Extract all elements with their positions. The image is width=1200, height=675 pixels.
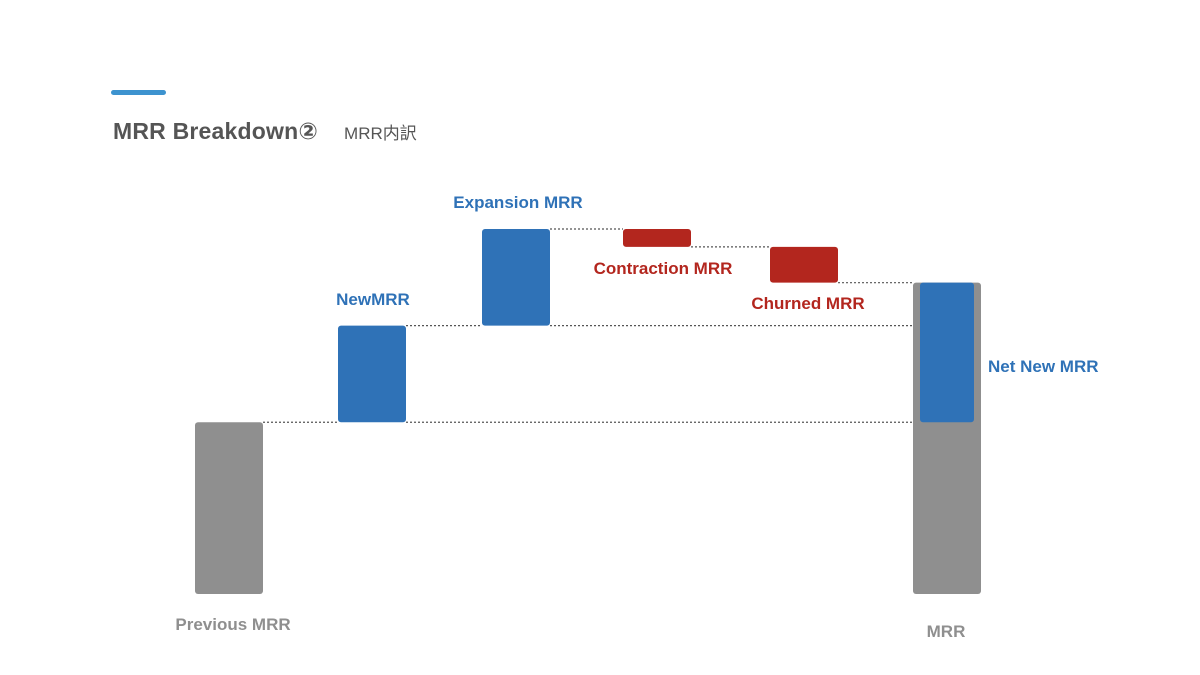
label-mrr: MRR [927,622,966,641]
label-expansion: Expansion MRR [453,193,582,212]
label-net-new-mrr: Net New MRR [988,357,1099,376]
title-accent-bar [111,90,166,95]
bar-churned [770,246,838,283]
bar-net-new-mrr [920,282,974,423]
slide-subtitle: MRR内訳 [344,124,417,143]
bar-previous [195,422,263,594]
label-churned: Churned MRR [751,294,864,313]
slide-title: MRR Breakdown② [113,118,319,144]
bar-expansion [482,229,550,326]
bar-contraction [623,229,691,247]
title-row: MRR Breakdown② MRR内訳 [113,118,417,145]
bar-new [338,325,406,423]
label-previous: Previous MRR [175,615,290,634]
label-contraction: Contraction MRR [594,259,733,278]
label-new: NewMRR [336,290,410,309]
